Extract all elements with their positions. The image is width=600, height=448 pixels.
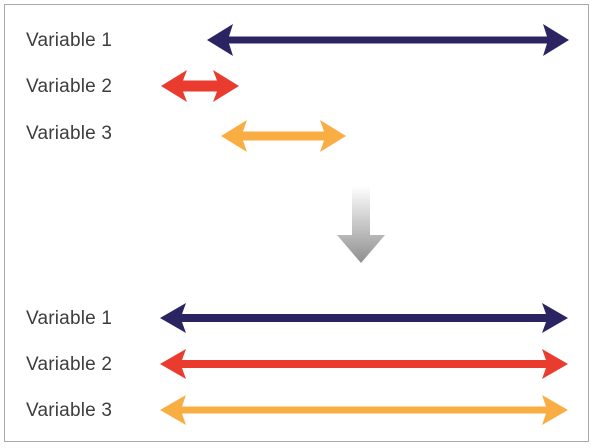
arrow-shape [161, 70, 239, 102]
arrow-shape [221, 120, 346, 152]
variable-label: Variable 3 [26, 400, 113, 421]
variable-label: Variable 1 [26, 30, 113, 51]
frame-border-right [588, 4, 589, 442]
frame-border-left [4, 4, 5, 442]
down-arrow-shape [337, 186, 385, 263]
variable-label: Variable 3 [26, 123, 113, 144]
arrow-shape [160, 395, 568, 425]
variable-label: Variable 2 [26, 76, 113, 97]
arrow-shape [160, 303, 568, 333]
range-arrow-orange [160, 395, 568, 425]
frame-border-top [4, 4, 589, 5]
range-arrow-orange [221, 120, 346, 152]
range-arrow-red [160, 349, 568, 379]
frame-border-bottom [4, 441, 589, 442]
arrow-shape [160, 349, 568, 379]
variable-label: Variable 2 [26, 354, 113, 375]
arrow-shape [207, 24, 569, 56]
down-arrow-gradient [337, 186, 385, 263]
range-arrow-red [161, 70, 239, 102]
range-arrow-navy [160, 303, 568, 333]
variable-label: Variable 1 [26, 308, 113, 329]
range-arrow-navy [207, 24, 569, 56]
